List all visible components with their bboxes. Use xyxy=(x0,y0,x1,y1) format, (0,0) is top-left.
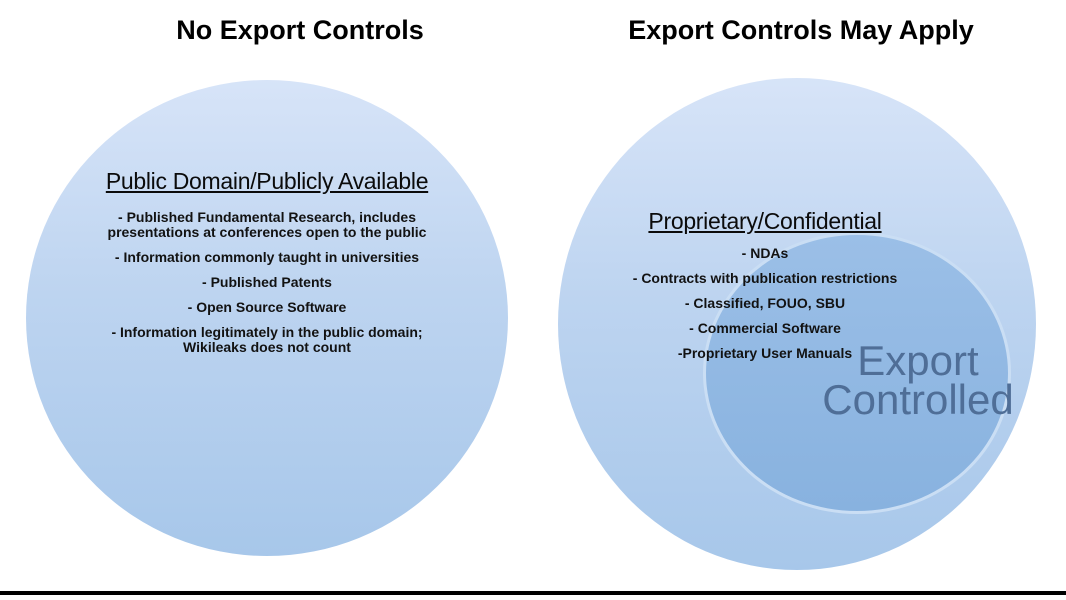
export-controlled-label: Export Controlled xyxy=(822,337,1014,423)
right-bullet-commercial-software: - Commercial Software xyxy=(689,320,841,336)
right-circle-heading: Proprietary/Confidential xyxy=(648,208,882,234)
right-section-title: Export Controls May Apply xyxy=(628,15,974,45)
left-circle-heading: Public Domain/Publicly Available xyxy=(105,168,429,194)
left-bullet-published-fundamental-research: - Published Fundamental Research, includ… xyxy=(107,209,427,240)
left-bullet-public-domain-wikileaks: - Information legitimately in the public… xyxy=(111,324,423,355)
right-bullet-classified-fouo-sbu: - Classified, FOUO, SBU xyxy=(684,295,846,311)
bottom-divider-line xyxy=(0,591,1066,595)
no-export-controls-circle xyxy=(26,80,508,556)
export-controlled-circle xyxy=(703,232,1011,514)
right-circle-content: Proprietary/Confidential - NDAs - Contra… xyxy=(550,206,980,371)
left-bullet-open-source-software: - Open Source Software xyxy=(187,299,347,315)
left-bullet-published-patents: - Published Patents xyxy=(202,274,332,290)
right-bullet-ndas: - NDAs xyxy=(741,245,789,261)
right-bullet-proprietary-user-manuals: -Proprietary User Manuals xyxy=(677,345,853,361)
right-bullet-contracts-publication-restrictions: - Contracts with publication restriction… xyxy=(632,270,898,286)
left-section-title: No Export Controls xyxy=(176,15,424,45)
left-circle-content: Public Domain/Publicly Available - Publi… xyxy=(42,166,492,365)
left-bullet-information-taught-universities: - Information commonly taught in univers… xyxy=(114,249,420,265)
